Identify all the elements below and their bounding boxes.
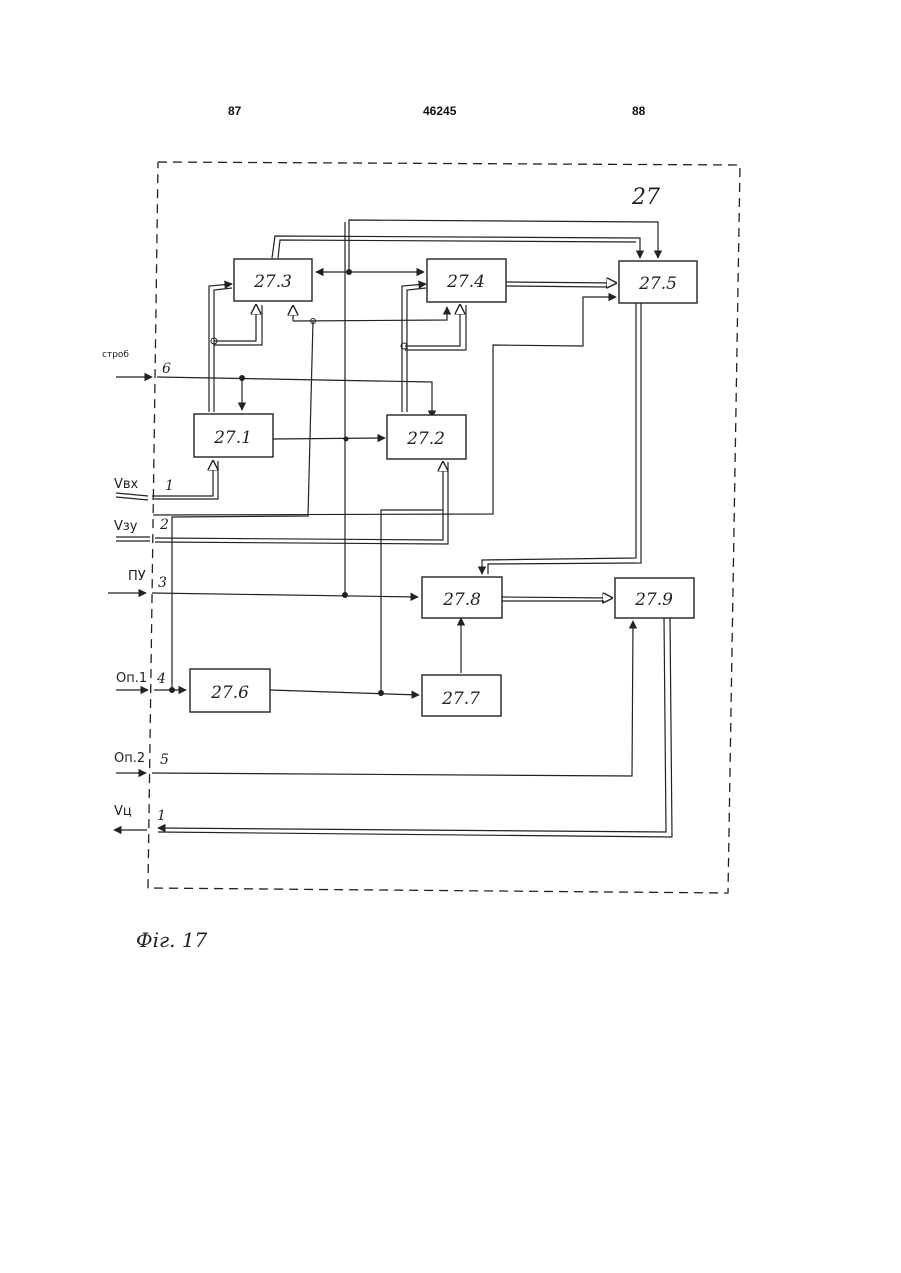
pin-2: 2 [159, 517, 169, 533]
block-27-7: 27.7 [422, 675, 501, 716]
svg-text:27.3: 27.3 [253, 272, 292, 292]
svg-text:27.4: 27.4 [446, 272, 485, 292]
svg-text:27.9: 27.9 [634, 590, 673, 610]
block-27-1: 27.1 [194, 414, 273, 457]
block-27-2: 27.2 [387, 415, 466, 459]
block-27-5: 27.5 [619, 261, 697, 303]
svg-text:27.2: 27.2 [406, 429, 445, 449]
block-27-4: 27.4 [427, 259, 506, 302]
unit-label: 27 [631, 185, 660, 210]
pin-3: 3 [158, 575, 167, 591]
input-op1-label: Оп.1 [116, 671, 147, 686]
pin-5: 5 [160, 752, 169, 768]
svg-text:27.6: 27.6 [210, 683, 249, 703]
figure-caption: Фіг. 17 [136, 928, 208, 952]
pin-6: 6 [162, 361, 171, 377]
block-27-3: 27.3 [234, 259, 312, 301]
svg-text:27.5: 27.5 [638, 274, 677, 294]
block-27-6: 27.6 [190, 669, 270, 712]
input-strobe-label: строб [102, 350, 129, 360]
pin-1: 1 [165, 478, 174, 494]
output-vc-label: Vц [114, 804, 132, 819]
svg-text:27.1: 27.1 [213, 428, 252, 448]
svg-text:27.7: 27.7 [441, 689, 480, 709]
pin-4: 4 [156, 671, 166, 687]
input-op2-label: Оп.2 [114, 751, 145, 766]
input-vin-label: Vвх [114, 477, 139, 492]
input-vzu-label: Vзу [114, 519, 138, 534]
svg-text:27.8: 27.8 [442, 590, 481, 610]
pin-1-output: 1 [157, 808, 166, 824]
input-pu-label: ПУ [128, 569, 146, 584]
block-27-9: 27.9 [615, 578, 694, 618]
block-27-8: 27.8 [422, 577, 502, 618]
connections [108, 220, 672, 837]
